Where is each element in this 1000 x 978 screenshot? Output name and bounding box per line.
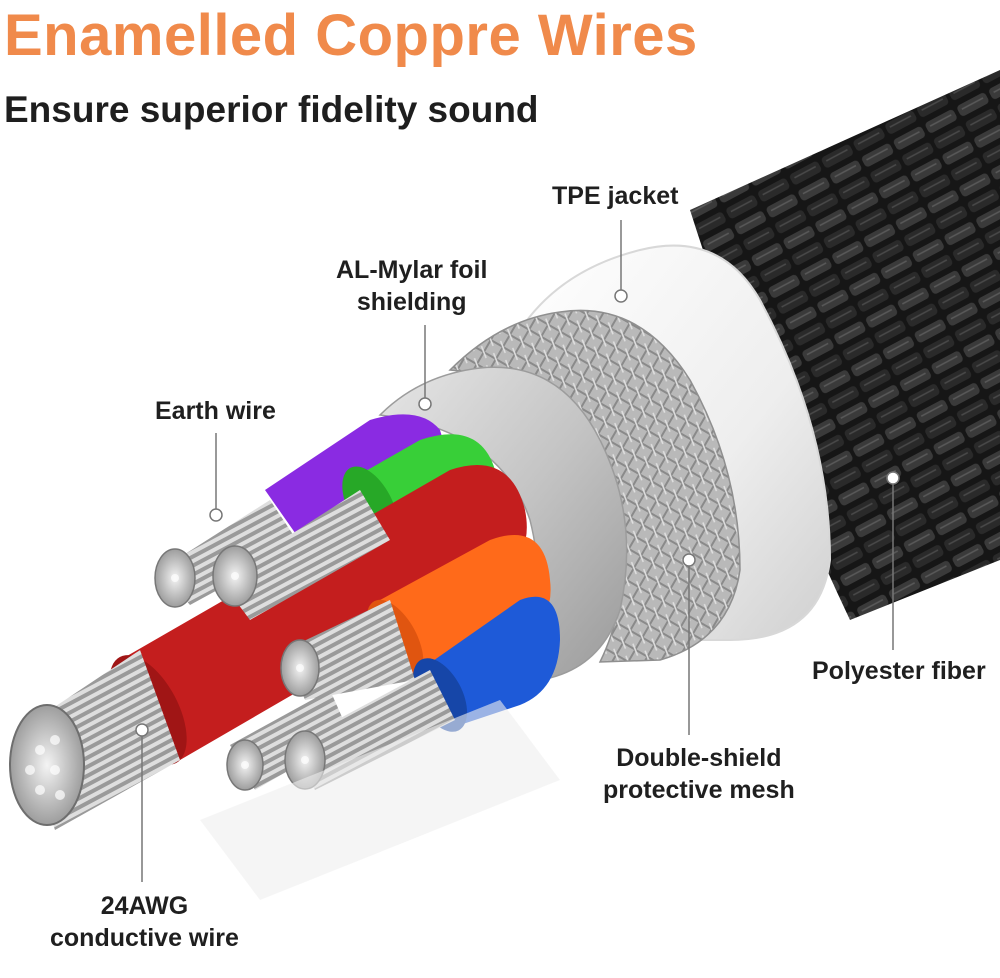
wire-orange [380,535,551,690]
label-tpe-jacket: TPE jacket [552,182,679,210]
strands-green [220,490,390,620]
label-double-shield: Double-shield protective mesh [603,744,795,804]
braided-sleeve [690,70,1000,620]
callout-dot-conductive [135,723,149,737]
page-subtitle: Ensure superior fidelity sound [4,89,539,130]
page-title: Enamelled Coppre Wires [4,3,698,68]
callout-dot-tpe [614,289,628,303]
callout-dot-polyester [886,471,900,485]
reflection [200,700,560,900]
strand-end-red [9,704,85,826]
label-al-mylar: AL-Mylar foil shielding [336,256,488,316]
foil-ring [378,366,628,681]
callout-dot-foil [418,397,432,411]
strands-blue [290,670,455,790]
callout-dot-earth [209,508,223,522]
wire-red [120,465,527,760]
label-conductive-wire: 24AWG conductive wire [50,892,239,952]
label-polyester-fiber: Polyester fiber [812,657,986,685]
callout-dot-mesh [682,553,696,567]
label-earth-wire: Earth wire [155,397,276,425]
